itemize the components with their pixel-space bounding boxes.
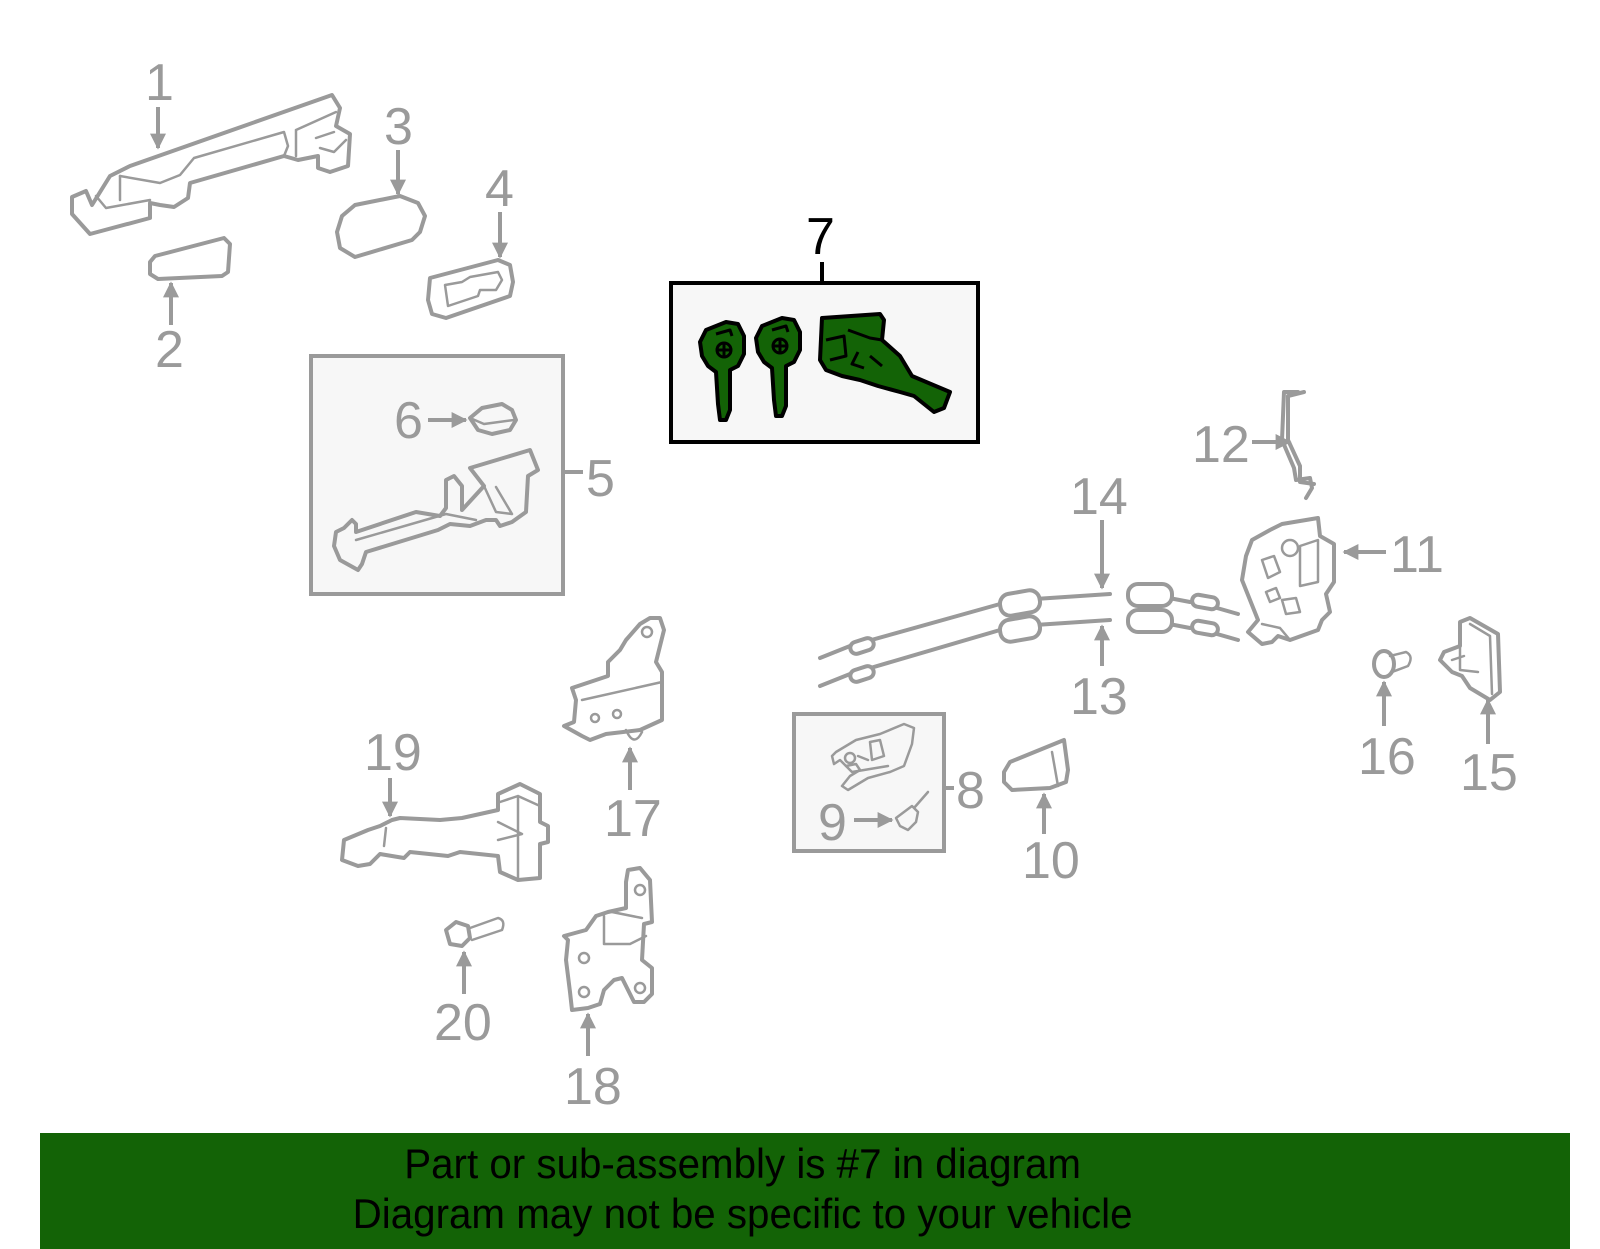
part-16-pin[interactable]: 16 [1358,649,1416,786]
callout-1[interactable]: 1 [145,54,174,112]
part-10-cap[interactable]: 10 [1002,738,1080,890]
callout-6[interactable]: 6 [394,392,423,450]
callout-2[interactable]: 2 [155,321,184,379]
callout-19[interactable]: 19 [364,724,422,782]
callout-16[interactable]: 16 [1358,728,1416,786]
callout-5[interactable]: 5 [586,450,615,508]
part-6-plug[interactable]: 6 [394,392,518,450]
callout-10[interactable]: 10 [1022,832,1080,890]
part-20-bolt[interactable]: 20 [434,916,505,1052]
key-icon [754,316,802,418]
callout-17[interactable]: 17 [604,790,662,848]
lock-cylinder-icon [818,312,952,414]
part-2-handle-pad[interactable]: 2 [148,236,232,379]
callout-11[interactable]: 11 [1390,526,1444,584]
part-3-pad[interactable]: 3 [335,98,427,259]
callout-8[interactable]: 8 [956,762,985,820]
callout-15[interactable]: 15 [1460,744,1518,802]
part-5-frame-assembly[interactable]: 5 [309,354,615,596]
callout-7[interactable]: 7 [806,208,835,266]
part-18-lower-hinge[interactable]: 18 [562,866,654,1116]
callout-3[interactable]: 3 [384,98,413,156]
callout-20[interactable]: 20 [434,994,492,1052]
part-4-cap[interactable]: 4 [426,160,515,320]
banner-disclaimer: Diagram may not be specific to your vehi… [352,1190,1133,1237]
part-14-lock-cable[interactable]: 14 [818,468,1240,660]
part-8-inside-handle-assembly[interactable]: 8 [792,712,985,853]
part-7-lock-cylinder-with-keys[interactable]: 7 [669,208,980,444]
part-11-door-lock[interactable]: 11 [1240,516,1444,646]
part-15-striker[interactable]: 15 [1438,616,1518,802]
part-9-clip[interactable]: 9 [818,790,930,852]
part-13-control-cable[interactable]: 13 [818,608,1240,726]
callout-13[interactable]: 13 [1070,668,1128,726]
callout-4[interactable]: 4 [485,160,514,218]
part-1-outside-handle[interactable]: 1 [70,54,352,236]
callout-12[interactable]: 12 [1192,416,1250,474]
info-banner: Part or sub-assembly is #7 in diagram Di… [40,1133,1570,1249]
part-12-rod[interactable]: 12 [1192,390,1316,500]
part-19-door-check[interactable]: 19 [340,724,550,882]
callout-9[interactable]: 9 [818,794,847,852]
part-17-upper-hinge[interactable]: 17 [562,616,666,848]
callout-14[interactable]: 14 [1070,468,1128,526]
banner-part-note: Part or sub-assembly is #7 in diagram [404,1140,1081,1187]
key-icon [698,320,746,422]
callout-18[interactable]: 18 [564,1058,622,1116]
